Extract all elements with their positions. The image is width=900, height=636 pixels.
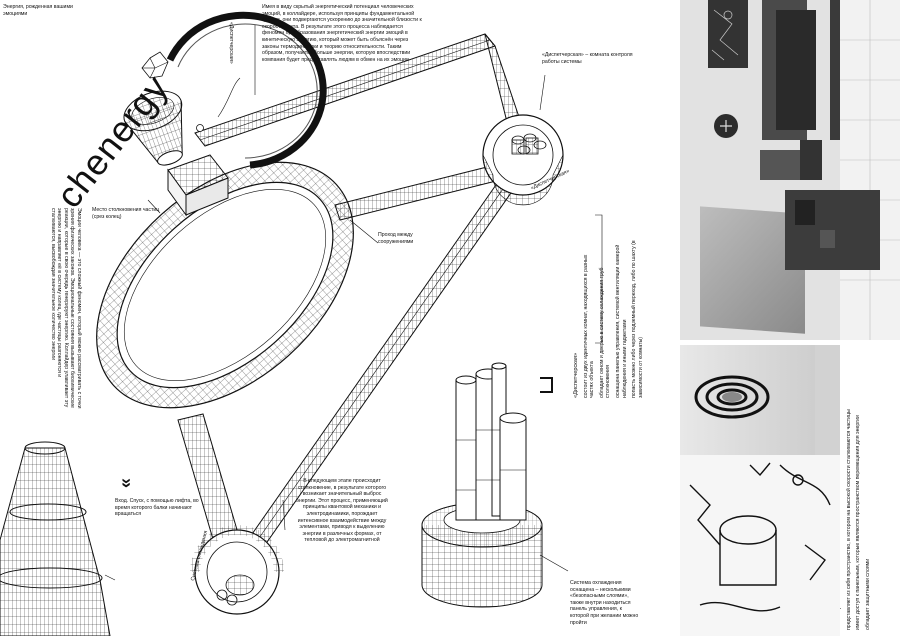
intro-text: Имея в виду скрытый энергетический потен…	[262, 4, 422, 63]
collision-list-block: «Помещение столкновения» представляет из…	[836, 360, 871, 630]
tagline: Энергия, рожденная вашими эмоциями	[3, 4, 73, 17]
collision-item-2: имеет доступ к панельным, которые являют…	[855, 415, 862, 630]
main-ring	[96, 161, 354, 409]
dispatch-caption-rot: «Диспетчерская»	[228, 22, 234, 64]
dispatch-room-render	[680, 0, 900, 340]
dispatch-list-block: «Диспетчерская» состоит из двух идентичн…	[573, 238, 644, 398]
dispatch-item-1: состоит из двух идентичных комнат, наход…	[582, 254, 596, 398]
collision-place-label: Место столкновения частиц (срез колец)	[92, 207, 160, 220]
left-column-text: Эмоции человека — это сложный феномен, к…	[49, 208, 82, 409]
next-stage-text: В следующем этапе происходит столкновени…	[296, 478, 388, 544]
dispatch-room-image	[680, 0, 900, 340]
entry-cone	[0, 441, 111, 636]
spiral-ring	[166, 11, 327, 169]
collision-item-3: обладает защитными слоями	[864, 558, 871, 630]
dispatch-marker	[540, 377, 553, 393]
upper-tunnel	[194, 33, 521, 147]
entry-text: Вход. Спуск, с помощью лифта, во время к…	[115, 498, 199, 518]
cooling-system	[421, 362, 543, 608]
passage-label: Проход между сооружениями	[378, 232, 414, 245]
entry-cone-top	[123, 90, 183, 166]
collision-item-1: представляет из себя пространство, в кот…	[845, 409, 852, 630]
dispatch-item-4: попасть можно либо через подземный перех…	[631, 240, 644, 398]
collision-room-image	[680, 345, 840, 636]
dispatch-heading: «Диспетчерская»	[573, 352, 579, 398]
junction-block	[167, 154, 229, 217]
passage-tunnel	[334, 164, 501, 221]
collision-room-render	[680, 345, 840, 636]
dispatch-label: «Диспетчерская» – комната контроля работ…	[542, 52, 633, 65]
crystal-icon	[141, 51, 169, 79]
dispatch-item-3: оснащена панелью управления, системой ве…	[614, 244, 628, 398]
dispatch-node-top	[482, 114, 564, 206]
annotation-lines	[104, 25, 603, 581]
entry-marker: »	[117, 478, 137, 489]
dispatch-node-bottom	[190, 525, 284, 615]
dispatch-item-2: обладает окном и дверью в систему охлажд…	[598, 267, 612, 398]
cooling-text: Система охлаждения оснащена – нескольким…	[570, 580, 639, 626]
